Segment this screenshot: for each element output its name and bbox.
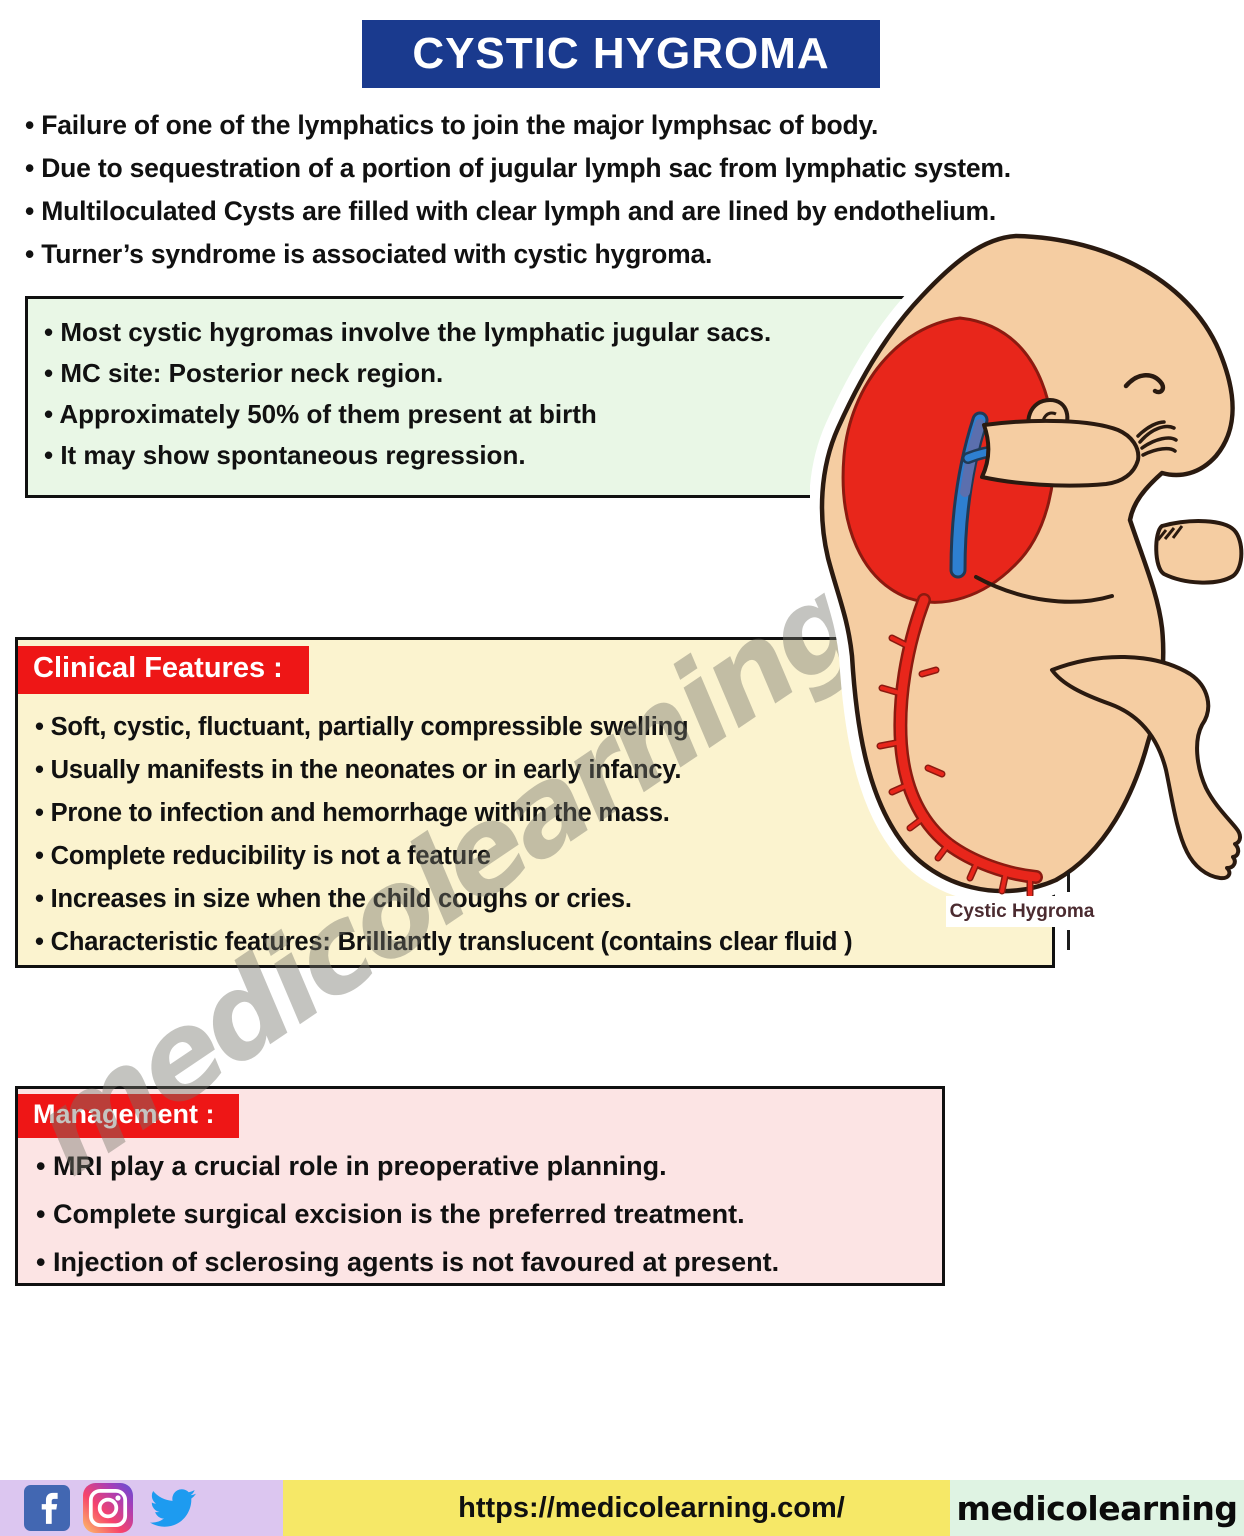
management-bullet: • MRI play a crucial role in preoperativ… [36, 1151, 667, 1181]
instagram-icon[interactable] [83, 1483, 133, 1533]
overview-box: • Most cystic hygromas involve the lymph… [25, 296, 908, 498]
hand-fingers [1136, 420, 1178, 457]
overview-bullet-list: • Most cystic hygromas involve the lymph… [28, 299, 905, 476]
page-title: CYSTIC HYGROMA [362, 20, 880, 88]
clinical-bullet: • Complete reducibility is not a feature [35, 842, 491, 870]
overview-bullet: • It may show spontaneous regression. [44, 440, 526, 470]
figure-caption: Cystic Hygroma [946, 896, 1098, 927]
intro-bullet: • Due to sequestration of a portion of j… [25, 153, 1011, 183]
clinical-features-header: Clinical Features : [18, 646, 309, 694]
caption-pointer-line [1067, 930, 1070, 950]
fetus-far-leg [1154, 519, 1244, 585]
overview-bullet: • MC site: Posterior neck region. [44, 358, 444, 388]
thigh-hatch-lines [1156, 525, 1184, 541]
intro-bullet: • Failure of one of the lymphatics to jo… [25, 110, 879, 140]
management-bullet-list: • MRI play a crucial role in preoperativ… [18, 1089, 942, 1286]
clinical-bullet: • Increases in size when the child cough… [35, 885, 632, 913]
spinal-lymph-cord [876, 593, 1043, 899]
management-box: Management : • MRI play a crucial role i… [15, 1086, 945, 1286]
management-bullet: • Injection of sclerosing agents is not … [36, 1247, 780, 1277]
overview-bullet: • Most cystic hygromas involve the lymph… [44, 317, 772, 347]
intro-bullet: • Turner’s syndrome is associated with c… [25, 239, 713, 269]
clinical-bullet: • Usually manifests in the neonates or i… [35, 756, 682, 784]
management-header: Management : [18, 1094, 239, 1138]
footer-url[interactable]: https://medicolearning.com/ [283, 1480, 950, 1536]
overview-bullet: • Approximately 50% of them present at b… [44, 399, 597, 429]
clinical-bullet: • Characteristic features: Brilliantly t… [35, 928, 853, 956]
facebook-icon[interactable] [24, 1485, 70, 1531]
twitter-icon[interactable] [146, 1485, 200, 1531]
intro-bullet-list: • Failure of one of the lymphatics to jo… [25, 104, 1215, 276]
belly-crease-line [974, 575, 1114, 604]
clinical-bullet: • Soft, cystic, fluctuant, partially com… [35, 713, 689, 741]
closed-eye-line [1123, 373, 1166, 395]
intro-bullet: • Multiloculated Cysts are filled with c… [25, 196, 997, 226]
fetus-illustration [810, 228, 1244, 905]
clinical-bullet-list: • Soft, cystic, fluctuant, partially com… [18, 640, 1052, 964]
clinical-features-box: Clinical Features : • Soft, cystic, fluc… [15, 637, 1055, 968]
footer-brand: medicolearning [950, 1480, 1244, 1536]
clinical-bullet: • Prone to infection and hemorrhage with… [35, 799, 670, 827]
fetus-arm [980, 418, 1141, 488]
footer-social-section [0, 1480, 283, 1536]
fetus-near-leg [1050, 654, 1242, 881]
caption-pointer-line [1067, 872, 1070, 892]
management-bullet: • Complete surgical excision is the pref… [36, 1199, 745, 1229]
footer-bar: https://medicolearning.com/ medicolearni… [0, 1480, 1244, 1536]
